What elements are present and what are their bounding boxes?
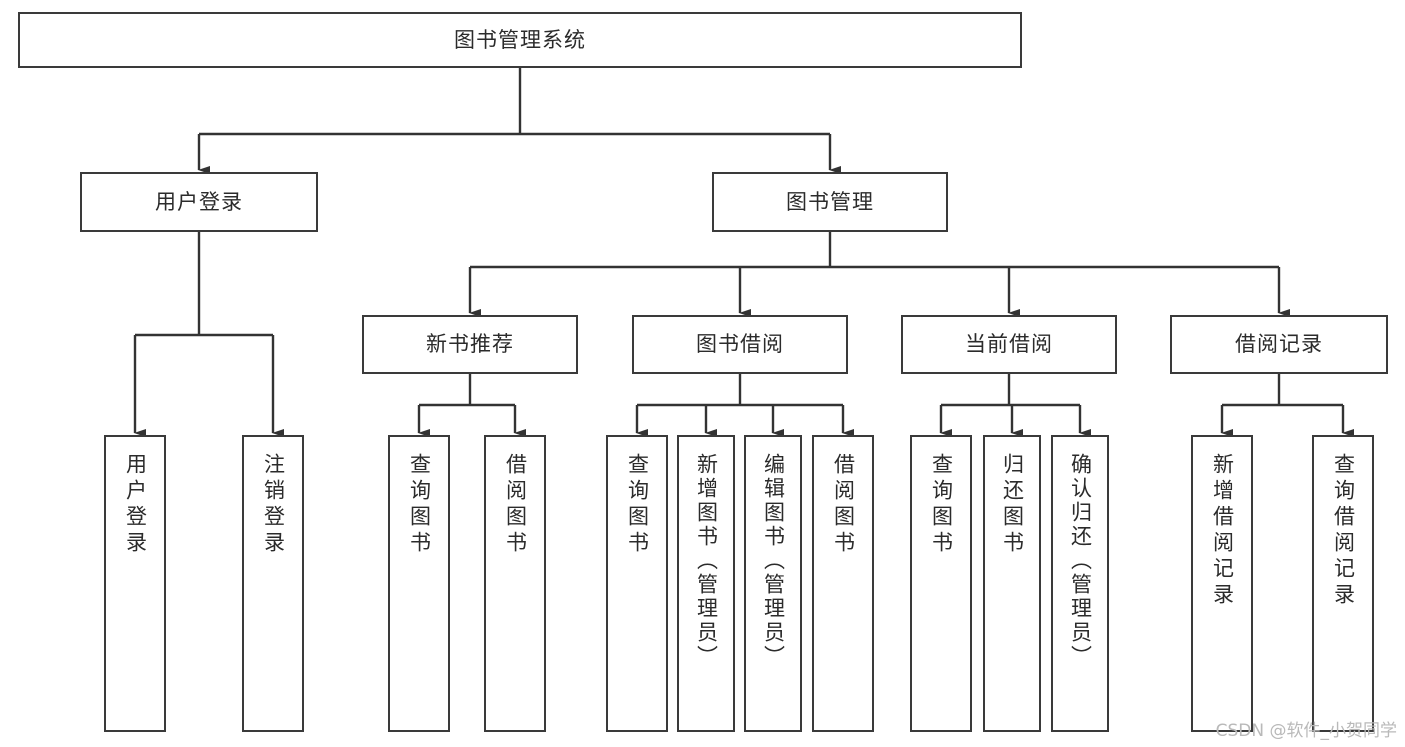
node-leaf-9[interactable]: 归还图书 bbox=[983, 435, 1041, 732]
node-leaf-1[interactable]: 注销登录 bbox=[242, 435, 304, 732]
node-leaf-12-label: 查询借阅记录 bbox=[1331, 453, 1356, 609]
node-leaf-8-label: 查询图书 bbox=[929, 453, 954, 557]
node-level3-2[interactable]: 当前借阅 bbox=[901, 315, 1117, 374]
node-leaf-2-label: 查询图书 bbox=[407, 453, 432, 557]
node-leaf-4[interactable]: 查询图书 bbox=[606, 435, 668, 732]
node-leaf-4-label: 查询图书 bbox=[625, 453, 650, 557]
node-leaf-11-label: 新增借阅记录 bbox=[1210, 453, 1235, 609]
node-leaf-3-label: 借阅图书 bbox=[503, 453, 528, 557]
node-level3-0-label: 新书推荐 bbox=[426, 332, 514, 357]
node-leaf-7-label: 借阅图书 bbox=[831, 453, 856, 557]
node-level3-3-label: 借阅记录 bbox=[1235, 332, 1323, 357]
node-leaf-1-label: 注销登录 bbox=[261, 453, 286, 557]
node-leaf-10[interactable]: 确认归还（管理员） bbox=[1051, 435, 1109, 732]
node-leaf-6-label: 编辑图书（管理员） bbox=[761, 453, 786, 669]
node-level2-1[interactable]: 图书管理 bbox=[712, 172, 948, 232]
node-leaf-5-label: 新增图书（管理员） bbox=[694, 453, 719, 669]
node-leaf-6[interactable]: 编辑图书（管理员） bbox=[744, 435, 802, 732]
node-level3-3[interactable]: 借阅记录 bbox=[1170, 315, 1388, 374]
node-leaf-7[interactable]: 借阅图书 bbox=[812, 435, 874, 732]
node-root-system[interactable]: 图书管理系统 bbox=[18, 12, 1022, 68]
node-leaf-8[interactable]: 查询图书 bbox=[910, 435, 972, 732]
csdn-watermark: CSDN @软件_小贺同学 bbox=[1215, 721, 1397, 741]
node-level3-1[interactable]: 图书借阅 bbox=[632, 315, 848, 374]
node-level2-1-label: 图书管理 bbox=[786, 189, 874, 214]
node-leaf-3[interactable]: 借阅图书 bbox=[484, 435, 546, 732]
node-leaf-11[interactable]: 新增借阅记录 bbox=[1191, 435, 1253, 732]
node-root-system-label: 图书管理系统 bbox=[454, 27, 586, 52]
node-leaf-12[interactable]: 查询借阅记录 bbox=[1312, 435, 1374, 732]
connector-lines bbox=[133, 68, 1354, 437]
node-leaf-9-label: 归还图书 bbox=[1000, 453, 1025, 557]
node-leaf-10-label: 确认归还（管理员） bbox=[1068, 453, 1093, 669]
node-level3-2-label: 当前借阅 bbox=[965, 332, 1053, 357]
node-leaf-2[interactable]: 查询图书 bbox=[388, 435, 450, 732]
node-level2-0-label: 用户登录 bbox=[155, 189, 243, 214]
node-level3-0[interactable]: 新书推荐 bbox=[362, 315, 578, 374]
node-leaf-0-label: 用户登录 bbox=[123, 453, 148, 557]
node-level2-0[interactable]: 用户登录 bbox=[80, 172, 318, 232]
node-level3-1-label: 图书借阅 bbox=[696, 332, 784, 357]
node-leaf-5[interactable]: 新增图书（管理员） bbox=[677, 435, 735, 732]
node-leaf-0[interactable]: 用户登录 bbox=[104, 435, 166, 732]
